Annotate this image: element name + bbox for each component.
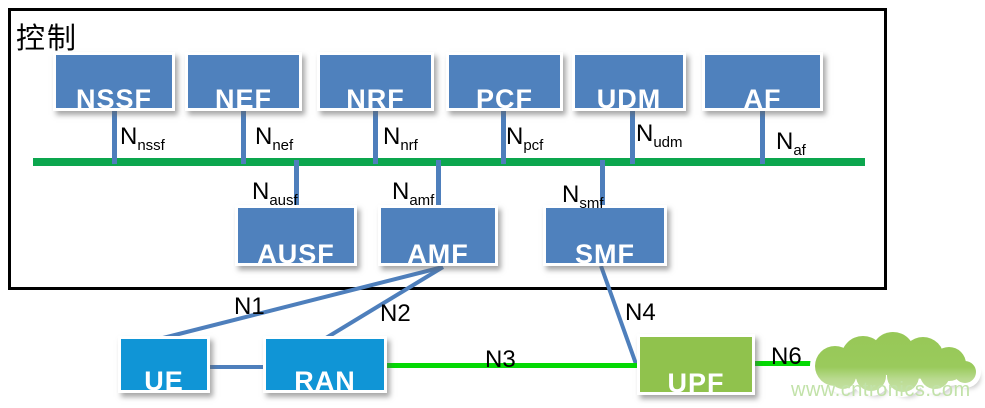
ran-label: RAN bbox=[294, 366, 356, 393]
iface-sub: amf bbox=[409, 191, 435, 209]
nf-box-nrf: NRF bbox=[317, 52, 434, 111]
iface-prefix: N bbox=[636, 120, 654, 147]
iface-prefix: N bbox=[776, 128, 794, 155]
iface-prefix: N bbox=[506, 123, 524, 150]
connector-bus-ausf bbox=[294, 160, 299, 213]
connector-af-bus bbox=[760, 109, 765, 164]
iface-sub: udm bbox=[653, 133, 683, 151]
watermark-text: www.cntronics.com bbox=[791, 379, 971, 401]
iface-prefix: N bbox=[383, 123, 401, 150]
nf-label-pcf: PCF bbox=[476, 84, 533, 111]
iface-label-nnrf: Nnrf bbox=[383, 123, 418, 154]
nf-label-af: AF bbox=[743, 84, 782, 111]
link-line-n6 bbox=[754, 361, 820, 366]
nf-label-udm: UDM bbox=[596, 84, 662, 111]
iface-sub: nef bbox=[272, 136, 294, 154]
nf-label-ausf: AUSF bbox=[257, 239, 335, 266]
service-bus-line bbox=[33, 158, 865, 166]
iface-label-nudm: Nudm bbox=[636, 120, 683, 151]
iface-sub: nrf bbox=[400, 136, 418, 154]
nf-label-nssf: NSSF bbox=[75, 84, 152, 111]
iface-sub: af bbox=[793, 141, 806, 159]
control-plane-label: 控制 bbox=[16, 21, 79, 55]
connector-udm-bus bbox=[630, 109, 635, 164]
iface-prefix: N bbox=[252, 178, 270, 205]
iface-sub: pcf bbox=[523, 136, 544, 154]
iface-sub: smf bbox=[579, 194, 604, 212]
internet-cloud-icon bbox=[810, 327, 981, 398]
nf-box-ausf: AUSF bbox=[235, 205, 357, 266]
iface-prefix: N bbox=[392, 178, 410, 205]
nf-label-amf: AMF bbox=[407, 239, 469, 266]
ue-label: UE bbox=[144, 366, 184, 393]
connector-nssf-bus bbox=[112, 109, 117, 164]
iface-prefix: N bbox=[255, 123, 273, 150]
nf-box-pcf: PCF bbox=[446, 52, 563, 111]
connector-bus-amf bbox=[436, 160, 441, 213]
nf-label-smf: SMF bbox=[575, 239, 635, 266]
connector-bus-smf bbox=[600, 160, 605, 213]
link-line-n3 bbox=[386, 363, 638, 368]
link-label-n6: N6 bbox=[771, 343, 802, 370]
nf-box-nef: NEF bbox=[185, 52, 302, 111]
nf-box-af: AF bbox=[702, 52, 823, 111]
nf-box-udm: UDM bbox=[572, 52, 686, 111]
connector-pcf-bus bbox=[501, 109, 506, 164]
iface-label-nausf: Nausf bbox=[252, 178, 298, 209]
nf-box-nssf: NSSF bbox=[53, 52, 175, 111]
link-label-n1: N1 bbox=[234, 293, 265, 320]
ue-box: UE bbox=[118, 336, 210, 393]
nf-label-nrf: NRF bbox=[346, 84, 405, 111]
connector-nef-bus bbox=[241, 109, 246, 164]
nf-box-amf: AMF bbox=[378, 205, 498, 266]
control-plane-frame bbox=[8, 8, 887, 290]
link-label-n4: N4 bbox=[625, 299, 656, 326]
iface-sub: nssf bbox=[137, 136, 165, 154]
iface-prefix: N bbox=[120, 123, 138, 150]
link-label-n2: N2 bbox=[380, 300, 411, 327]
iface-label-npcf: Npcf bbox=[506, 123, 544, 154]
nf-box-smf: SMF bbox=[543, 205, 667, 266]
iface-label-nnef: Nnef bbox=[255, 123, 294, 154]
iface-label-naf: Naf bbox=[776, 128, 806, 159]
upf-label: UPF bbox=[667, 368, 725, 395]
iface-label-nnssf: Nnssf bbox=[120, 123, 165, 154]
cloud-body bbox=[815, 332, 976, 392]
ran-box: RAN bbox=[263, 336, 387, 393]
link-line-ue-ran bbox=[209, 365, 264, 369]
iface-prefix: N bbox=[562, 181, 580, 208]
iface-label-namf: Namf bbox=[392, 178, 435, 209]
connector-nrf-bus bbox=[373, 109, 378, 164]
iface-sub: ausf bbox=[269, 191, 298, 209]
iface-label-nsmf: Nsmf bbox=[562, 181, 604, 212]
upf-box: UPF bbox=[637, 334, 755, 395]
link-label-n3: N3 bbox=[485, 346, 516, 373]
nf-label-nef: NEF bbox=[215, 84, 272, 111]
